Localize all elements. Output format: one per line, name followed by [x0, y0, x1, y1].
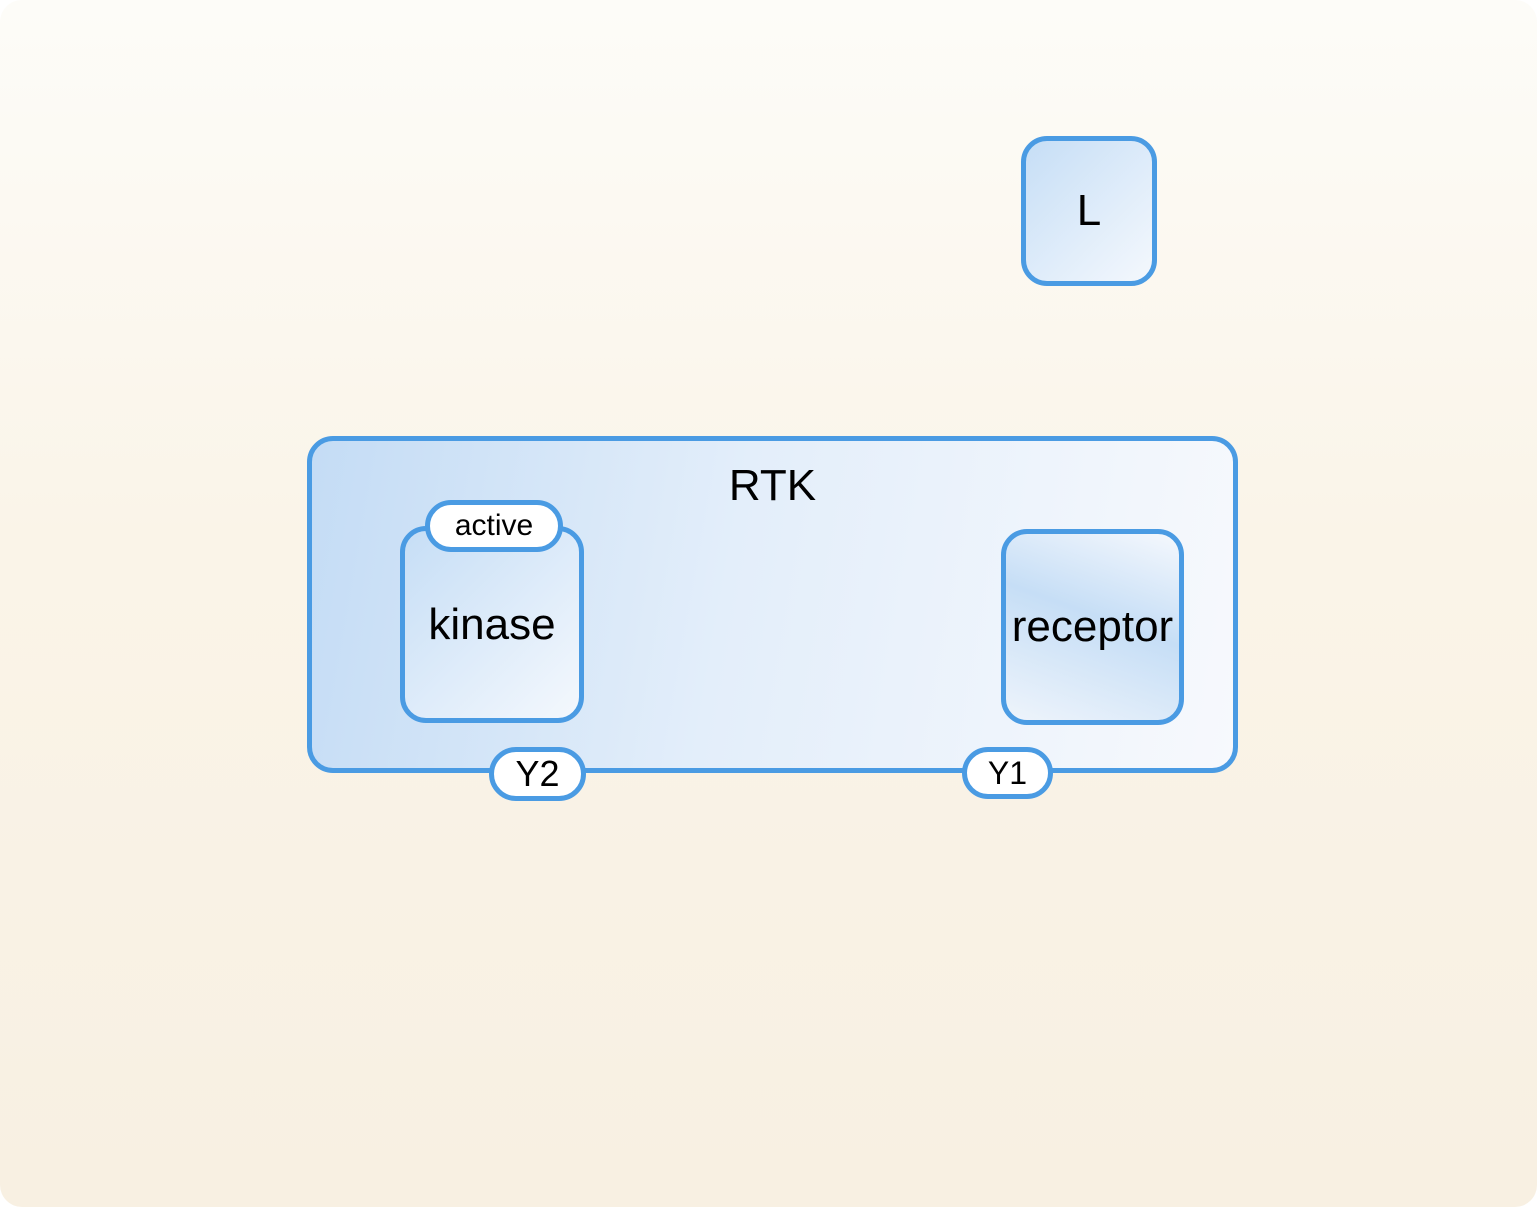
complex-label: RTK — [728, 461, 817, 510]
receptor-label: receptor — [1011, 602, 1174, 651]
state-variable-y1[interactable]: Y1 — [962, 747, 1053, 799]
state-y1-label: Y1 — [987, 754, 1028, 791]
ligand-node-L[interactable]: L — [1021, 136, 1157, 286]
state-variable-active[interactable]: active — [425, 500, 563, 552]
state-y2-label: Y2 — [515, 753, 560, 794]
subunit-node-kinase[interactable]: kinase — [400, 526, 584, 723]
state-variable-y2[interactable]: Y2 — [489, 747, 586, 801]
kinase-label: kinase — [428, 599, 556, 649]
ligand-label: L — [1076, 186, 1102, 235]
state-active-label: active — [454, 509, 534, 542]
subunit-node-receptor[interactable]: receptor — [1001, 529, 1184, 725]
